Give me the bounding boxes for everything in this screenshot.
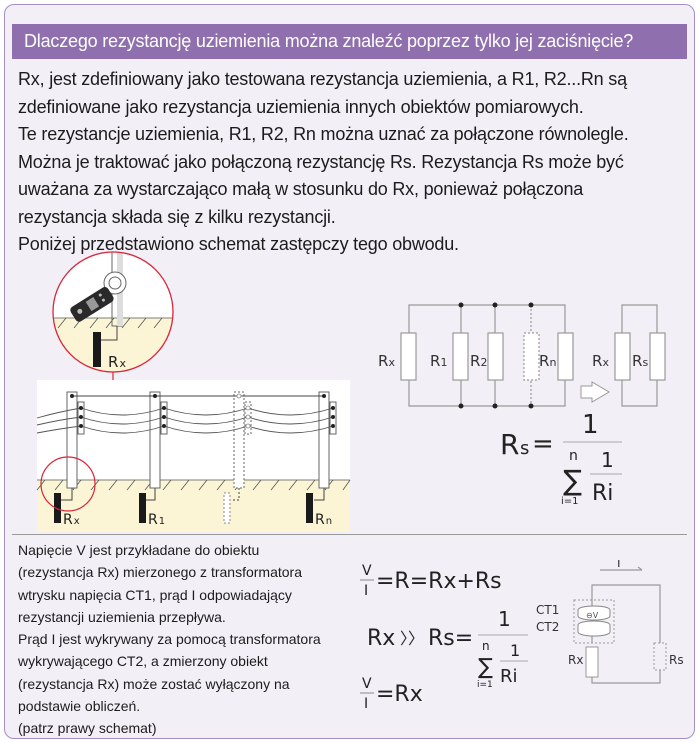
equations-block: V I =R=Rx+Rs Rx 〉〉 Rs= 1 n ∑ i=1 1 Ri V … <box>360 563 528 710</box>
explanation-line: Prąd I jest wykrywany za pomocą transfor… <box>18 631 321 648</box>
explanation-line: wykrywającego CT2, a zmierzony obiekt <box>18 653 268 670</box>
svg-text:I: I <box>364 696 368 710</box>
section-title: Dlaczego rezystancję uziemienia można zn… <box>12 24 687 59</box>
svg-text:∑: ∑ <box>478 655 493 680</box>
intro-line: Te rezystancje uziemienia, R1, R2, Rn mo… <box>18 124 629 144</box>
explanation-line: Napięcie V jest przykładane do obiektu <box>18 542 260 558</box>
svg-text:1: 1 <box>510 641 520 660</box>
svg-text:n: n <box>482 639 490 653</box>
ct-box <box>573 599 615 644</box>
equiv-label-rs: Rs <box>632 352 648 370</box>
intro-line: uważana za wystarczająco małą w stosunku… <box>18 179 584 199</box>
explanation-line: wtrysku napięcia CT1, prąd I odpowiadają… <box>18 586 292 603</box>
svg-text:Rx: Rx <box>367 626 395 651</box>
svg-text:Ri: Ri <box>592 481 613 506</box>
explanation-line: (patrz prawy schemat) <box>18 720 157 737</box>
rx-highlight-circle <box>40 456 96 512</box>
ct-circuit-diagram: I ⊖V CT1 CT2 Rx Rs <box>536 560 684 684</box>
ct-rs-label: Rs <box>669 653 684 667</box>
equiv-label-rx: Rx <box>592 352 609 370</box>
parallel-circuit-diagram: Rx R1 R2 Rn Rx Rs R s = 1 n ∑ i=1 1 Ri <box>378 302 666 507</box>
svg-text:i=1: i=1 <box>477 680 493 690</box>
rod-label-rx: Rx <box>63 512 80 528</box>
svg-text:1: 1 <box>498 607 511 631</box>
equation-2: Rx 〉〉 Rs= 1 n ∑ i=1 1 Ri <box>367 607 528 690</box>
ct2-label: CT2 <box>536 620 559 634</box>
svg-text:=R=Rx+Rs: =R=Rx+Rs <box>376 569 502 594</box>
equivalent-arrow-icon <box>580 381 610 403</box>
explanation-line: (rezystancja Rx) może zostać wyłączony n… <box>18 675 290 692</box>
svg-text:V: V <box>362 563 372 579</box>
voltage-source-icon: ⊖V <box>586 611 599 620</box>
svg-text:i=1: i=1 <box>561 496 579 507</box>
rx-resistor <box>585 646 599 678</box>
svg-text:〉〉: 〉〉 <box>400 629 424 648</box>
rod-label-rn: Rn <box>315 512 332 528</box>
intro-line: rezystancja składa się z kilku rezystanc… <box>18 206 336 227</box>
ct1-core-icon <box>577 605 611 621</box>
current-label: I <box>617 560 621 570</box>
svg-text:=: = <box>532 429 554 459</box>
explanation-line: podstawie obliczeń. <box>18 698 141 715</box>
circuit-label-r2: R2 <box>470 352 487 370</box>
equation-1: V I =R=Rx+Rs <box>360 563 502 599</box>
zoom-rx-label: Rx <box>108 353 126 371</box>
explanation-line: (rezystancja Rx) mierzonego z transforma… <box>18 564 302 581</box>
ct1-label: CT1 <box>536 603 559 617</box>
svg-text:Rs=: Rs= <box>428 626 473 651</box>
circuit-label-r1: R1 <box>430 352 447 370</box>
explanation-line: rezystancji uziemienia przepływa. <box>18 608 226 625</box>
rod-label-r1: R1 <box>148 512 165 528</box>
intro-paragraph: Rx, jest zdefiniowany jako testowana rez… <box>18 66 688 259</box>
ct-rx-label: Rx <box>568 653 583 667</box>
circuit-label-rn: Rn <box>539 352 556 370</box>
intro-line: Poniżej przedstawiono schemat zastępczy … <box>18 234 459 254</box>
circuit-label-rx: Rx <box>378 352 395 370</box>
svg-text:s: s <box>520 438 529 459</box>
intro-line: zdefiniowane jako rezystancja uziemienia… <box>18 96 584 117</box>
svg-text:1: 1 <box>601 448 614 472</box>
field-diagram: Rx <box>36 251 351 532</box>
section-divider <box>12 534 687 535</box>
svg-text:V: V <box>362 676 372 692</box>
zoom-circle: Rx <box>52 251 174 373</box>
intro-line: Rx, jest zdefiniowany jako testowana rez… <box>18 69 627 89</box>
svg-text:I: I <box>364 583 368 599</box>
equation-3: V I =Rx <box>360 676 423 710</box>
explanation-paragraph: Napięcie V jest przykładane do obiektu (… <box>18 539 358 740</box>
intro-line: Można je traktować jako połączoną rezyst… <box>18 151 624 172</box>
svg-text:1: 1 <box>582 410 599 440</box>
rs-formula: R s = 1 n ∑ i=1 1 Ri <box>500 410 622 507</box>
rs-resistor <box>653 642 667 671</box>
svg-text:n: n <box>569 448 578 464</box>
svg-text:=Rx: =Rx <box>376 682 423 707</box>
svg-text:R: R <box>500 428 519 461</box>
svg-text:Ri: Ri <box>500 666 518 687</box>
svg-text:∑: ∑ <box>563 464 582 497</box>
ct2-core-icon <box>577 620 611 637</box>
